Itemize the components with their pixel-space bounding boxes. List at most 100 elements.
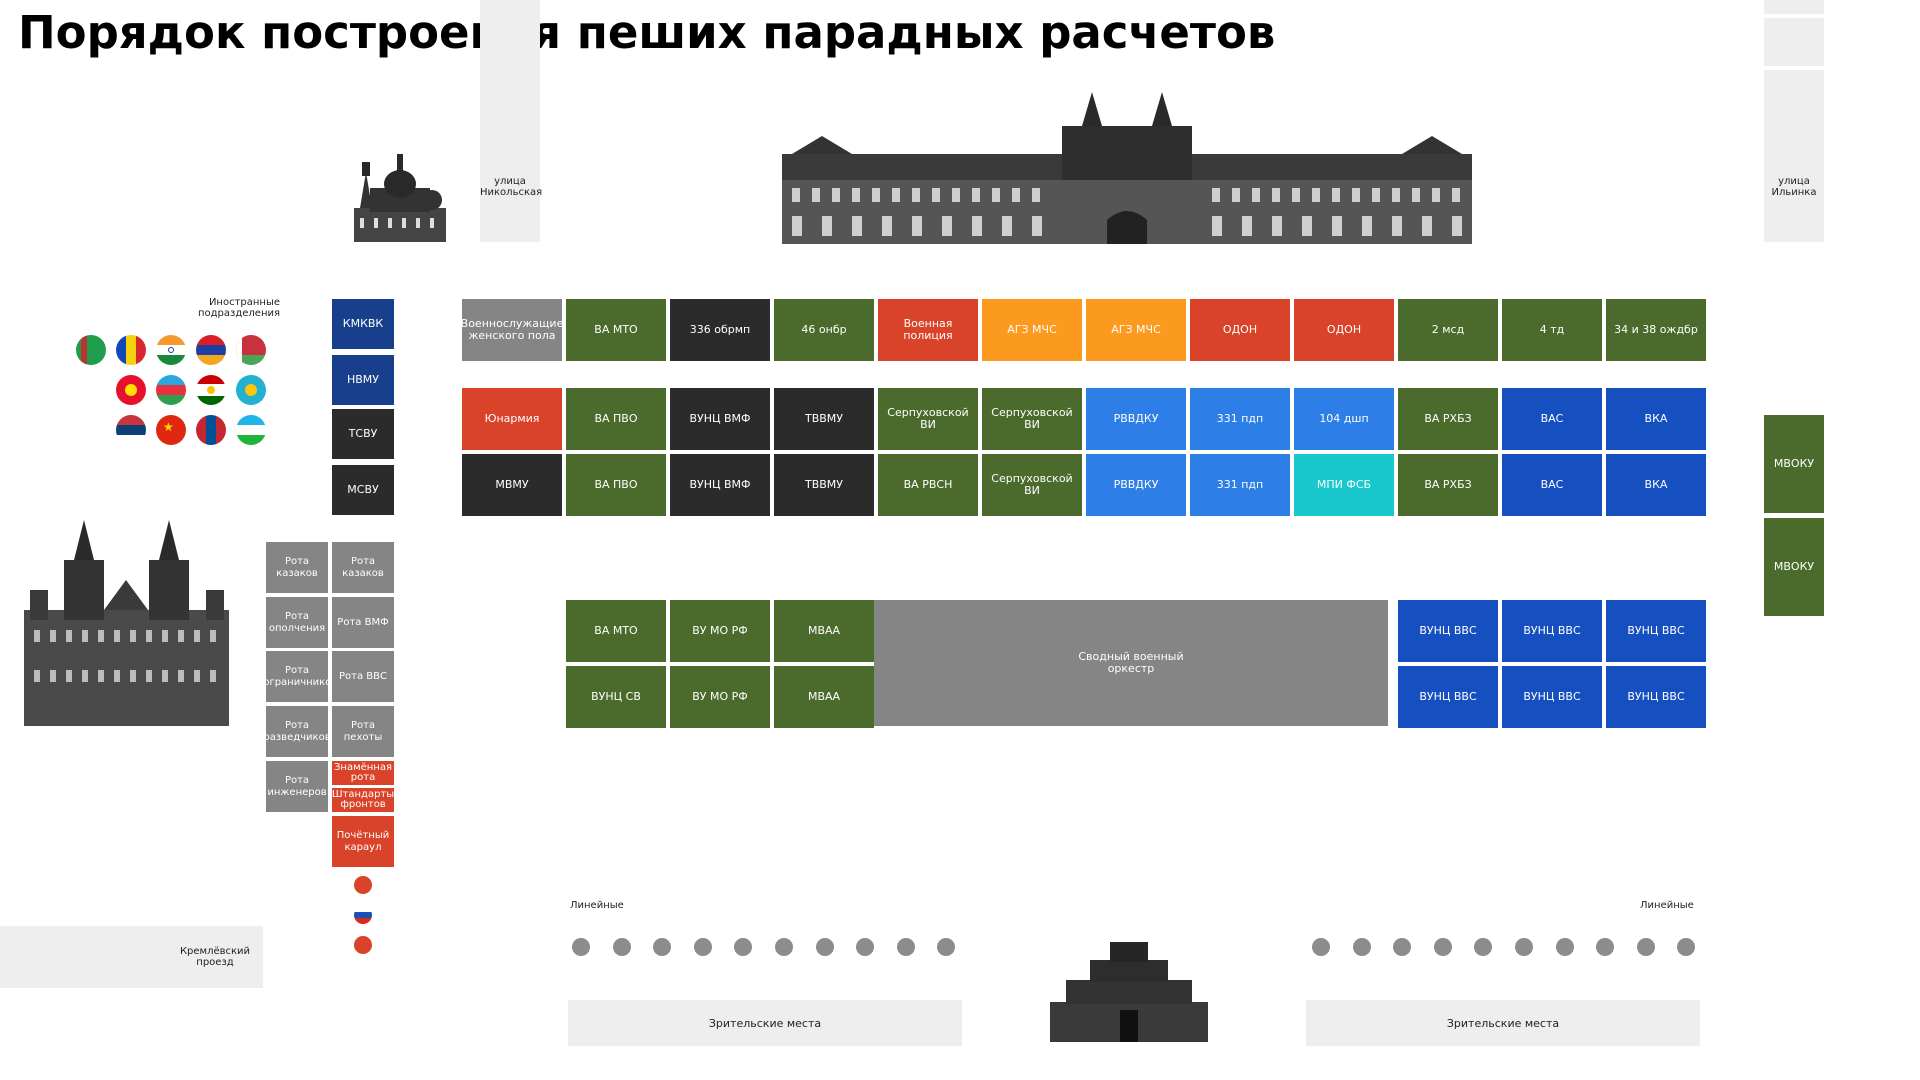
unit-label: 104 дшп [1319,412,1369,425]
company-left-label: Рота разведчиков [263,719,331,743]
unit-block: АГЗ МЧС [982,299,1082,361]
unit-label: ТВВМУ [804,478,843,491]
unit-label: МВМУ [495,478,529,491]
unit-block: АГЗ МЧС [1086,299,1186,361]
unit-label: ВКА [1644,412,1668,425]
unit-label: 331 пдп [1216,412,1264,425]
company-right-label: Рота пехоты [343,719,383,743]
unit-block: ВА ПВО [566,388,666,450]
unit-block: ВУ МО РФ [670,600,770,662]
unit-block: 104 дшп [1294,388,1394,450]
unit-block: ВУНЦ ВВС [1398,666,1498,728]
flag-mongolia-icon [196,415,226,445]
unit-label: ВУНЦ ВВС [1627,624,1685,637]
unit-label: ВАС [1540,478,1564,491]
unit-label: ВА МТО [594,624,638,637]
unit-block: Военная полиция [878,299,978,361]
unit-label: ВА ПВО [594,478,638,491]
unit-label: ВУНЦ ВМФ [689,478,751,491]
unit-block: ВУНЦ ВВС [1606,600,1706,662]
lineman-dot [937,938,956,956]
unit-block: МВАА [774,666,874,728]
unit-label: МВАА [807,690,841,703]
foreign-units-label: Иностранные подразделения [197,297,280,319]
unit-block: ВУНЦ ВМФ [670,388,770,450]
unit-block: Серпуховской ВИ [878,388,978,450]
lineman-dot [653,938,672,956]
unit-block: 34 и 38 ождбр [1606,299,1706,361]
unit-label: ВКА [1644,478,1668,491]
unit-block: МВАА [774,600,874,662]
flag-moldova-icon [116,335,146,365]
unit-block: ВА РВСН [878,454,978,516]
unit-label: ВУНЦ СВ [591,690,641,703]
company-left-block: Рота ополчения [266,597,328,648]
cathedral-drawing [354,154,446,242]
mvoku-block-2: МВОКУ [1764,518,1824,616]
lineman-dot [1677,938,1696,956]
unit-label: 46 онбр [801,323,847,336]
unit-label: Серпуховской ВИ [887,406,969,431]
lineman-dot [1312,938,1330,956]
unit-label: МВАА [807,624,841,637]
flag-china-icon: ★ [156,415,186,445]
flag-turkmenistan-icon [76,335,106,365]
company-right-block: Рота ВМФ [332,597,394,648]
company-right-label: Рота ВВС [339,670,387,682]
unit-label: ВУНЦ ВВС [1419,690,1477,703]
lineman-dot [572,938,590,956]
spectator-seats-right-label: Зрительские места [1446,1016,1560,1030]
unit-label: ВА РХБЗ [1424,412,1472,425]
lineman-dot [775,938,793,956]
unit-block: ВАС [1502,388,1602,450]
page-title: Порядок построения пеших парадных расчет… [18,6,1276,59]
unit-label: ТВВМУ [804,412,843,425]
lineman-dot [1393,938,1412,956]
combined-orchestra: Сводный военный оркестр [874,600,1388,726]
company-left-label: Рота пограничников [256,664,338,688]
unit-block: Серпуховской ВИ [982,454,1082,516]
lineman-dot [734,938,753,956]
unit-block: ВУ МО РФ [670,666,770,728]
unit-label: 336 обрмп [689,323,751,336]
spectator-seats-left-label: Зрительские места [708,1016,822,1030]
unit-block: Серпуховской ВИ [982,388,1082,450]
banner-company-label: Знамённая рота [334,762,392,783]
flag-india-icon [156,335,186,365]
lineman-dot [1555,938,1574,956]
lineman-dot [1596,938,1615,956]
cadet-unit-block: МСВУ [332,465,394,515]
flag-kyrgyzstan-icon [116,375,146,405]
banner-company-block: Знамённая рота [332,761,394,785]
cadet-unit-label: ТСВУ [348,427,378,440]
unit-block: ВУНЦ ВВС [1398,600,1498,662]
marker-red-icon [354,936,372,954]
unit-label: ВА РВСН [903,478,953,491]
unit-block: МВМУ [462,454,562,516]
spectator-seats-left: Зрительские места [568,1000,962,1046]
company-left-block: Рота инженеров [266,761,328,812]
front-standards-label: Штандарты фронтов [331,789,395,810]
unit-block: Юнармия [462,388,562,450]
lineman-dot [815,938,834,956]
unit-label: ВУНЦ ВВС [1523,624,1581,637]
company-right-block: Рота ВВС [332,651,394,702]
company-left-block: Рота пограничников [257,651,337,702]
unit-block: ОДОН [1294,299,1394,361]
front-standards-block: Штандарты фронтов [332,788,394,812]
unit-label: АГЗ МЧС [1007,323,1057,336]
company-left-label: Рота инженеров [267,774,327,798]
unit-label: ВУ МО РФ [692,690,748,703]
flag-kazakhstan-icon [236,375,266,405]
company-left-block: Рота разведчиков [263,706,331,757]
unit-block: 2 мсд [1398,299,1498,361]
company-left-label: Рота ополчения [268,610,326,634]
lineman-dot [1515,938,1533,956]
honor-guard-label: Почётный караул [336,829,390,853]
lineman-dot [693,938,712,956]
unit-label: ВУНЦ ВВС [1419,624,1477,637]
lineman-dot [856,938,875,956]
street-kremlevsky: Кремлёвский проезд [0,926,263,988]
mvoku-label-2: МВОКУ [1773,560,1815,573]
street-nikolskaya-label: улица Никольская [480,176,543,198]
